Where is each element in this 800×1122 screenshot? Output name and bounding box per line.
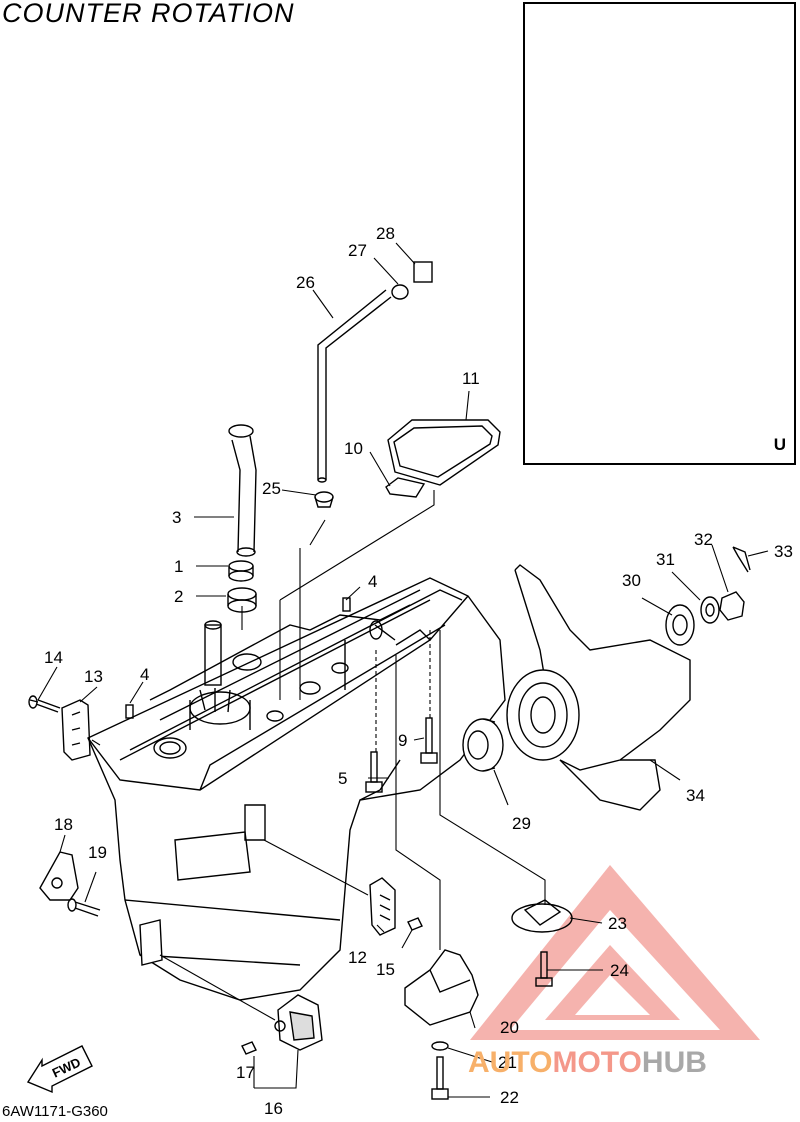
grommet-25 <box>314 491 334 508</box>
nut-15 <box>407 917 423 931</box>
watermark-hub: HUB <box>642 1046 707 1079</box>
callout-24: 24 <box>610 961 629 980</box>
svg-text:AUTOMOTOHUB: AUTOMOTOHUB <box>468 1046 707 1079</box>
callout-18: 18 <box>54 815 73 834</box>
bolt-9 <box>420 717 438 764</box>
plate-13 <box>61 699 91 761</box>
inset-frame: U <box>523 2 796 465</box>
callout-19: 19 <box>88 843 107 862</box>
callout-15: 15 <box>376 960 395 979</box>
callout-32: 32 <box>694 530 713 549</box>
callout-4-right: 4 <box>368 572 377 591</box>
callout-16: 16 <box>264 1099 283 1118</box>
tube-26 <box>317 289 392 483</box>
callout-14: 14 <box>44 648 63 667</box>
callout-22: 22 <box>500 1088 519 1107</box>
callout-25: 25 <box>262 479 281 498</box>
callout-27: 27 <box>348 241 367 260</box>
watermark-logo <box>470 865 760 1040</box>
watermark-auto: AUTO <box>468 1046 552 1079</box>
callout-33: 33 <box>774 542 793 561</box>
pins-4 <box>125 597 351 719</box>
callout-10: 10 <box>344 439 363 458</box>
anode-16 <box>274 994 323 1051</box>
callout-31: 31 <box>656 550 675 569</box>
callout-29: 29 <box>512 814 531 833</box>
anode-12 <box>369 877 396 936</box>
callout-4-left: 4 <box>140 665 149 684</box>
fwd-arrow: FWD <box>26 1045 93 1094</box>
watermark-text: AUTOMOTOHUB <box>468 1046 707 1079</box>
spacer-29 <box>462 718 504 772</box>
callout-9-case: 9 <box>398 731 407 750</box>
spacer-30 <box>665 604 695 646</box>
diagram-title: COUNTER ROTATION <box>2 0 295 28</box>
callout-13: 13 <box>84 667 103 686</box>
callout-1: 1 <box>174 557 183 576</box>
callout-34: 34 <box>686 786 705 805</box>
bolt-19 <box>67 898 101 917</box>
cover-20 <box>404 949 479 1026</box>
grommet-1 <box>228 560 254 582</box>
washer-21 <box>431 1041 449 1051</box>
bolt-5 <box>365 751 383 793</box>
callout-26: 26 <box>296 273 315 292</box>
anode-18 <box>39 851 79 901</box>
callout-2: 2 <box>174 587 183 606</box>
plate-28 <box>413 261 433 283</box>
nut-17 <box>241 1041 257 1055</box>
leader-lines <box>37 242 769 1098</box>
callout-23: 23 <box>608 914 627 933</box>
callout-28: 28 <box>376 224 395 243</box>
watermark-moto: MOTO <box>552 1046 641 1079</box>
damper-10 <box>385 477 426 498</box>
grommet-27 <box>391 284 409 300</box>
callout-21: 21 <box>498 1053 517 1072</box>
callout-11: 11 <box>462 369 480 388</box>
water-tube <box>228 424 257 557</box>
callout-5-case: 5 <box>338 769 347 788</box>
bolt-24 <box>535 951 553 987</box>
diagram-code: 6AW1171-G360 <box>2 1103 108 1120</box>
inset-marker: U <box>773 435 786 454</box>
callout-12: 12 <box>348 948 367 967</box>
seal-11 <box>387 419 501 486</box>
callout-17: 17 <box>236 1063 255 1082</box>
nut-32 <box>719 591 745 621</box>
callout-20: 20 <box>500 1018 519 1037</box>
propeller-34 <box>506 564 691 811</box>
callout-3: 3 <box>172 508 181 527</box>
washer-31 <box>700 596 720 624</box>
bolt-14 <box>28 695 61 713</box>
cotter-pin-33 <box>732 546 751 573</box>
callout-30: 30 <box>622 571 641 590</box>
lower-casing <box>87 577 506 1001</box>
bolt-22 <box>431 1056 449 1100</box>
